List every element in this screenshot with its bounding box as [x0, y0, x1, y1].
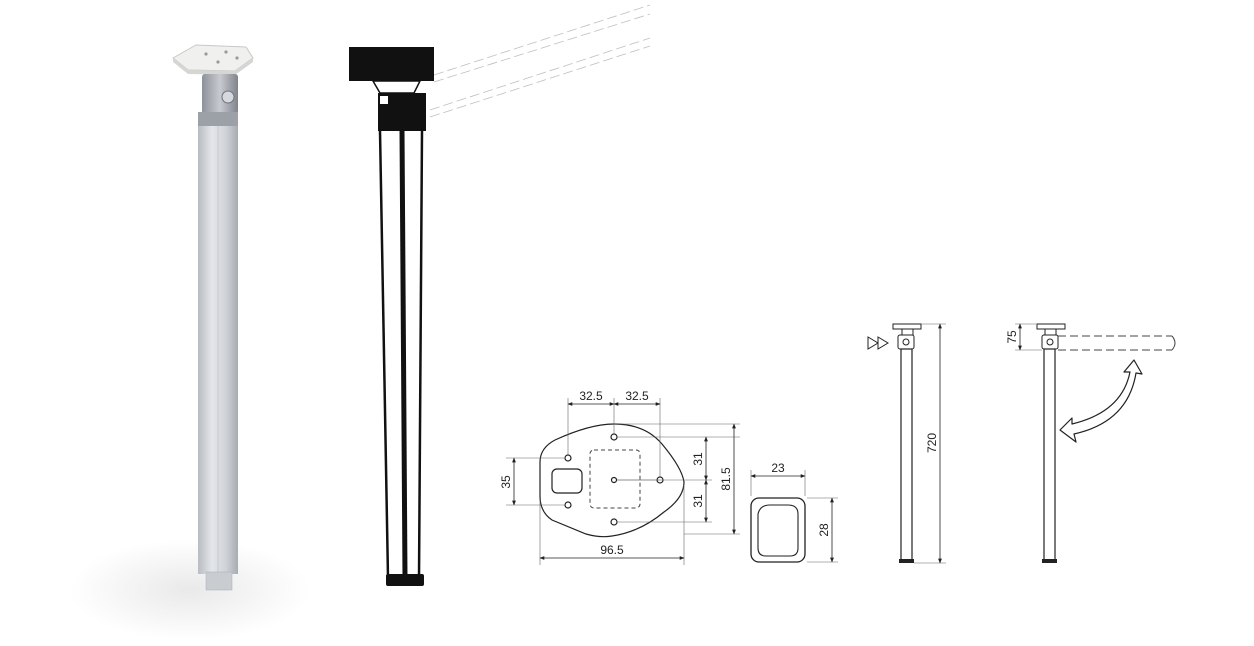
fold-direction-triangles: [867, 336, 889, 350]
plate-holes: [564, 433, 664, 526]
tube-cross-section: 23 28: [750, 461, 838, 563]
front-foot: [386, 574, 424, 586]
leg-front-elevation: [349, 4, 651, 586]
plate-outline: [539, 423, 685, 538]
plate-drawing: 32.5 32.5 35 31 31 81.5 96.5: [499, 389, 740, 565]
leg-3d-hinge: [202, 74, 238, 114]
plate-dashed-recess: [589, 449, 641, 509]
front-table-phantom: [429, 4, 651, 118]
dim-right-upper-spacing: 31: [691, 452, 705, 466]
front-tube-left-edge: [378, 130, 390, 579]
dim-leg-height: 720: [925, 433, 939, 453]
fold-table-break: [1171, 335, 1176, 351]
dim-overall-height: 81.5: [719, 467, 733, 491]
fold-tube: [1043, 348, 1056, 562]
dim-left-hole-spacing: 35: [499, 475, 513, 489]
plate-square-cutout: [551, 468, 583, 494]
leg-side-elevation: 720: [867, 323, 946, 564]
dim-overall-width: 96.5: [600, 543, 624, 557]
side-tube: [900, 348, 913, 562]
front-mounting-plate: [349, 47, 434, 81]
front-hinge-collar: [371, 80, 422, 94]
leg-3d-foot-cap: [205, 571, 233, 591]
tube-section-outer: [750, 497, 806, 563]
dim-fold-offset: 75: [1005, 330, 1019, 344]
dim-right-lower-spacing: 31: [691, 494, 705, 508]
fold-mounting-plate: [1036, 323, 1066, 330]
floor-shadow: [70, 540, 310, 640]
dim-tube-height: 28: [817, 523, 831, 537]
fold-table-phantom: [1058, 335, 1172, 351]
dim-top-left-spacing: 32.5: [579, 389, 603, 403]
leg-folding-view: 75: [1005, 323, 1176, 563]
front-tube-center: [399, 130, 408, 579]
dim-top-right-spacing: 32.5: [625, 389, 649, 403]
leg-3d-render: [70, 44, 310, 640]
fold-rotation-arrow: [1059, 359, 1143, 443]
front-tube-right-edge: [417, 130, 424, 579]
dim-tube-width: 23: [771, 461, 785, 475]
tube-section-inner: [757, 504, 799, 557]
side-mounting-plate: [892, 323, 922, 330]
